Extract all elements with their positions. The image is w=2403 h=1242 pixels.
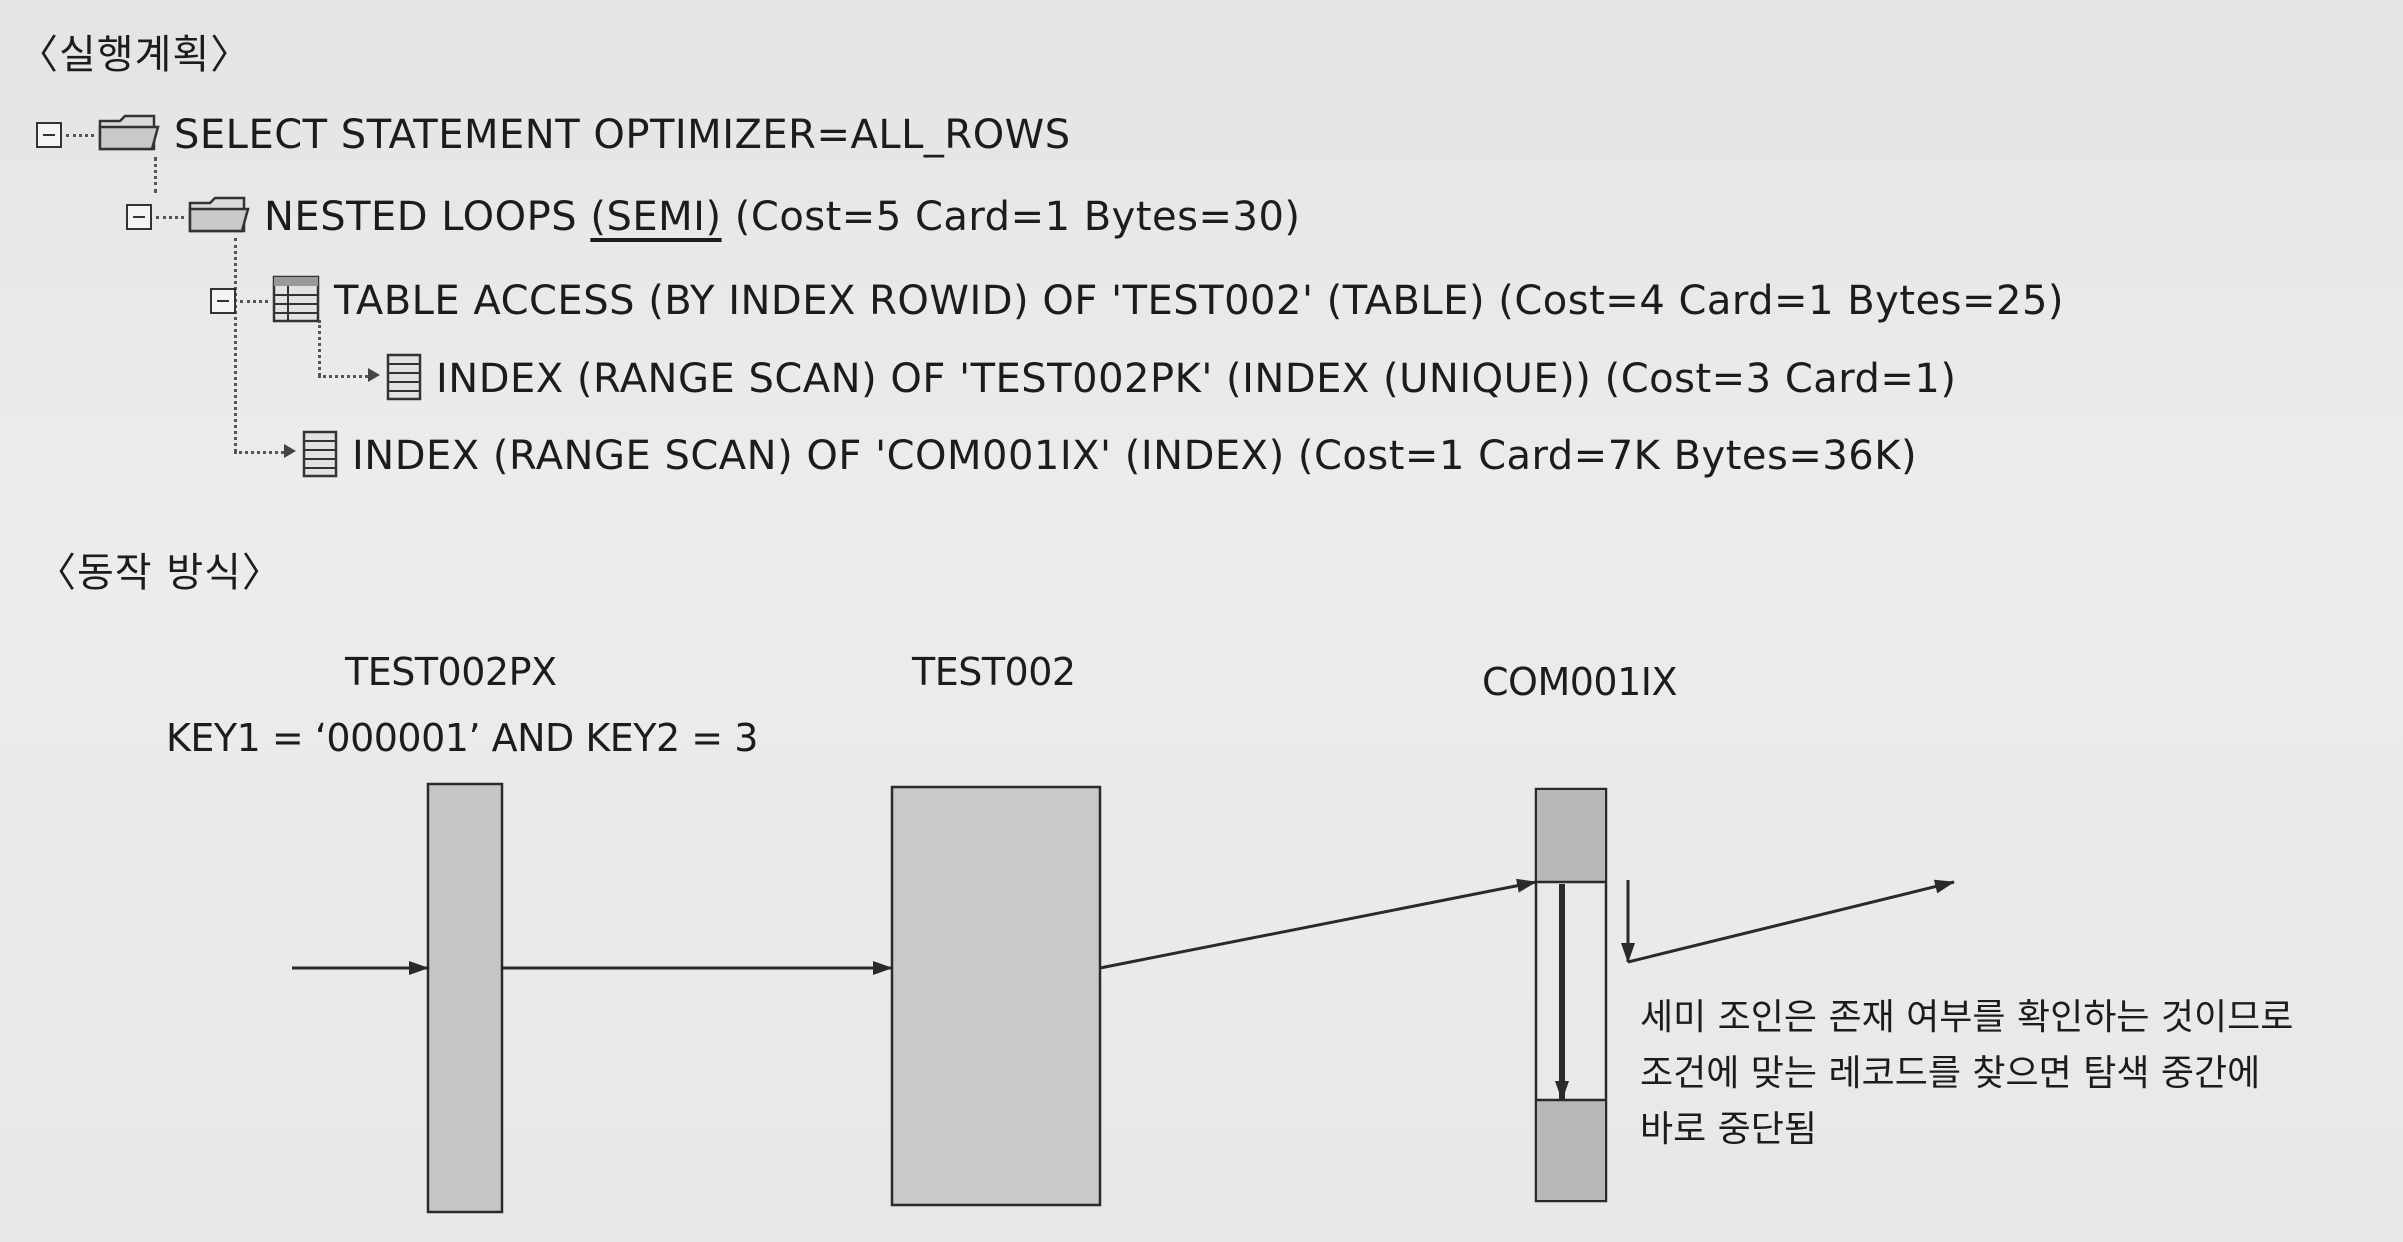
plan-section-title: 〈실행계획〉 [18, 32, 252, 78]
tree-connector [318, 375, 368, 378]
tree-arrow-icon [284, 444, 296, 458]
plan-row-nested-loops[interactable]: NESTED LOOPS (SEMI) (Cost=5 Card=1 Bytes… [126, 194, 1301, 240]
action-section-title: 〈동작 방식〉 [36, 550, 283, 596]
index-icon [302, 430, 338, 482]
com001ix-top-block [1537, 790, 1605, 882]
minus-box-icon[interactable] [126, 204, 152, 230]
tree-connector [156, 215, 184, 219]
tree-connector [234, 238, 237, 452]
tree-connector [240, 299, 268, 303]
flow-arrow-to-com001ix [1099, 878, 1537, 970]
note-line: 조건에 맞는 레코드를 찾으면 탐색 중간에 [1640, 1053, 2261, 1094]
folder-icon [98, 113, 160, 157]
com001ix-label: COM001IX [1482, 660, 1678, 704]
plan-row-label-prefix: NESTED LOOPS [264, 194, 591, 240]
test002px-index-bar [426, 782, 504, 1214]
test002px-label: TEST002PX [345, 650, 557, 694]
tree-connector [154, 157, 157, 193]
plan-row-label-suffix: (Cost=5 Card=1 Bytes=30) [721, 194, 1301, 240]
plan-row-label: SELECT STATEMENT OPTIMIZER=ALL_ROWS [174, 112, 1071, 158]
note-line: 세미 조인은 존재 여부를 확인하는 것이므로 [1640, 997, 2294, 1038]
plan-row-label: INDEX (RANGE SCAN) OF 'TEST002PK' (INDEX… [436, 356, 1957, 402]
test002-label: TEST002 [912, 650, 1076, 694]
plan-row-label: TABLE ACCESS (BY INDEX ROWID) OF 'TEST00… [334, 278, 2064, 324]
table-icon [272, 275, 320, 327]
condition-label: KEY1 = ‘000001’ AND KEY2 = 3 [166, 716, 758, 760]
com001ix-bottom-block [1537, 1100, 1605, 1200]
tree-connector [234, 451, 284, 454]
plan-row-table-access[interactable]: TABLE ACCESS (BY INDEX ROWID) OF 'TEST00… [210, 275, 2064, 327]
minus-box-icon[interactable] [210, 288, 236, 314]
tree-connector [66, 133, 94, 137]
tree-arrow-icon [368, 368, 380, 382]
tree-connector [318, 320, 321, 376]
note-line: 바로 중단됨 [1640, 1109, 1818, 1150]
test002-table-bar [890, 785, 1102, 1207]
folder-icon [188, 195, 250, 239]
semi-join-highlight: (SEMI) [590, 194, 722, 240]
flow-arrow-out [1627, 879, 1955, 964]
plan-row-label: INDEX (RANGE SCAN) OF 'COM001IX' (INDEX)… [352, 433, 1918, 479]
plan-row-index-test002pk[interactable]: INDEX (RANGE SCAN) OF 'TEST002PK' (INDEX… [386, 353, 1956, 405]
semi-join-note: 세미 조인은 존재 여부를 확인하는 것이므로 조건에 맞는 레코드를 찾으면 … [1640, 990, 2293, 1158]
plan-row-select-statement[interactable]: SELECT STATEMENT OPTIMIZER=ALL_ROWS [36, 112, 1071, 158]
index-icon [386, 353, 422, 405]
minus-box-icon[interactable] [36, 122, 62, 148]
plan-row-index-com001ix[interactable]: INDEX (RANGE SCAN) OF 'COM001IX' (INDEX)… [302, 430, 1917, 482]
